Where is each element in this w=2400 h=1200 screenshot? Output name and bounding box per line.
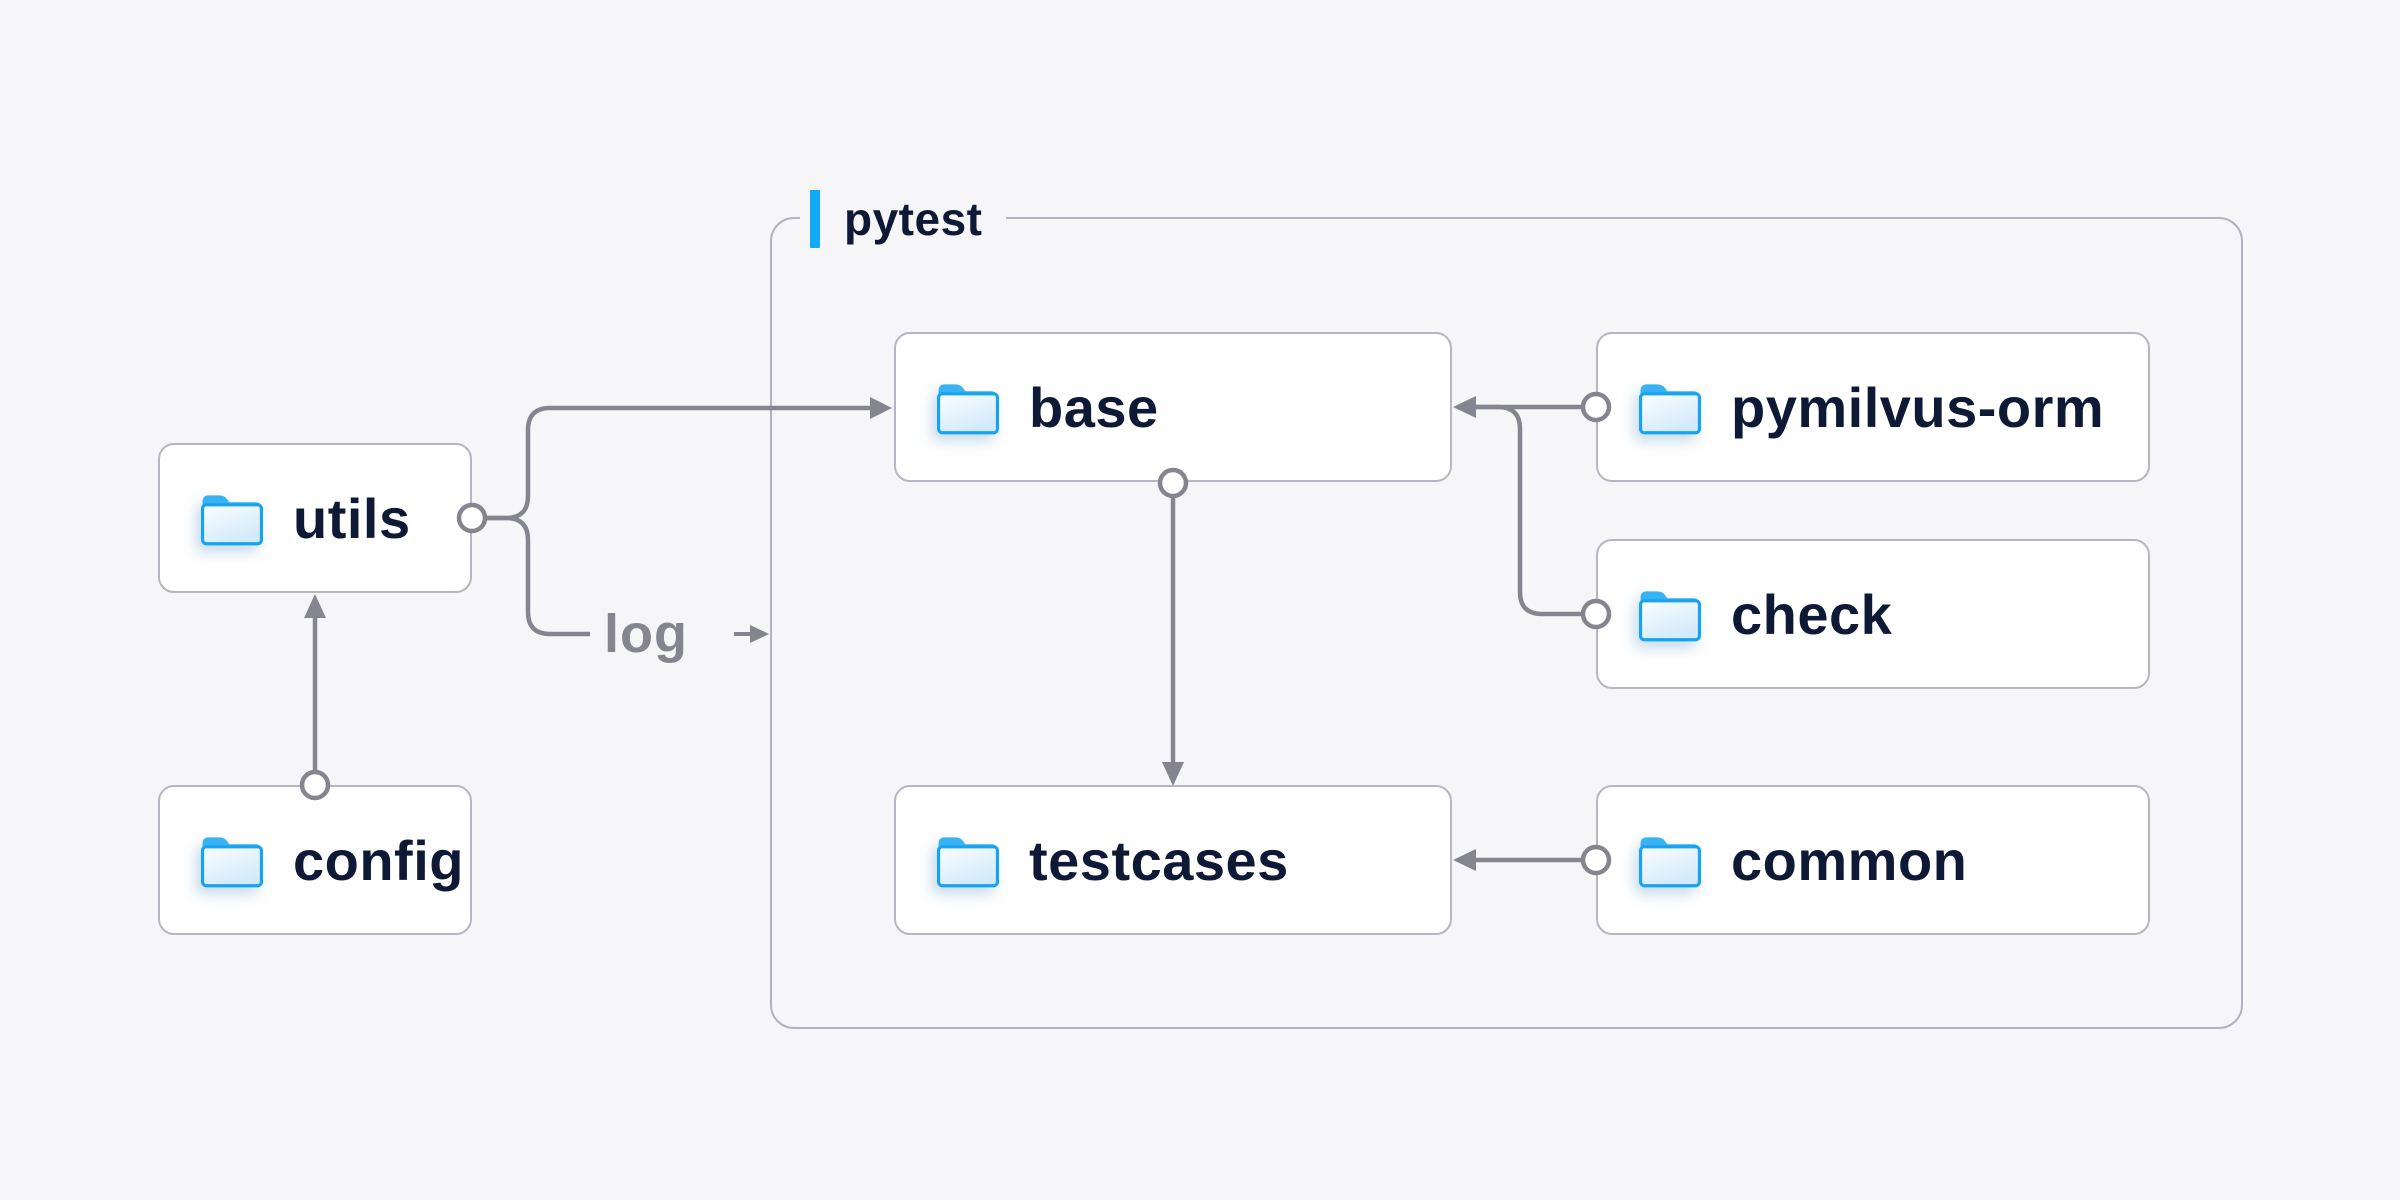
- node-label: base: [1029, 375, 1159, 439]
- edge-line: [486, 405, 870, 521]
- arrowhead-down: [1162, 762, 1184, 786]
- edge-line: [1476, 404, 1582, 617]
- edge-utils-base: [486, 397, 892, 521]
- arrowhead-left: [1453, 396, 1476, 418]
- arrowhead-left: [1453, 849, 1476, 871]
- edge-config-utils: [299, 594, 331, 801]
- node-check: check: [1596, 539, 2150, 689]
- connector-dot: [1580, 598, 1612, 630]
- node-label: config: [293, 828, 464, 892]
- node-pymilvus-orm: pymilvus-orm: [1596, 332, 2150, 482]
- arrowhead-right-small: [750, 625, 769, 643]
- arrowhead-up: [304, 594, 326, 618]
- edge-label-log: log: [604, 604, 688, 664]
- node-label: check: [1731, 582, 1893, 646]
- connector-dot: [456, 502, 488, 534]
- node-label: utils: [293, 486, 411, 550]
- connector-dot: [1580, 391, 1612, 423]
- edge-utils-log: [456, 502, 769, 643]
- edge-check-base: [1476, 404, 1612, 630]
- node-testcases: testcases: [894, 785, 1452, 935]
- group-accent-bar: [810, 190, 820, 248]
- node-label: testcases: [1029, 828, 1289, 892]
- pytest-group-outline: pytest: [770, 188, 2243, 1029]
- edge-base-testcases: [1157, 467, 1189, 786]
- connector-dot: [299, 769, 331, 801]
- edge-common-testcases: [1453, 844, 1612, 876]
- node-label: common: [1731, 828, 1968, 892]
- arrowhead-right: [870, 397, 892, 419]
- connector-dot: [1580, 844, 1612, 876]
- node-config: config: [158, 785, 472, 935]
- connector-dot: [1157, 467, 1189, 499]
- group-label-text: pytest: [844, 193, 983, 245]
- pytest-group-label: pytest: [800, 188, 1007, 250]
- edge-line: [486, 515, 590, 637]
- node-common: common: [1596, 785, 2150, 935]
- node-label: pymilvus-orm: [1731, 375, 2105, 439]
